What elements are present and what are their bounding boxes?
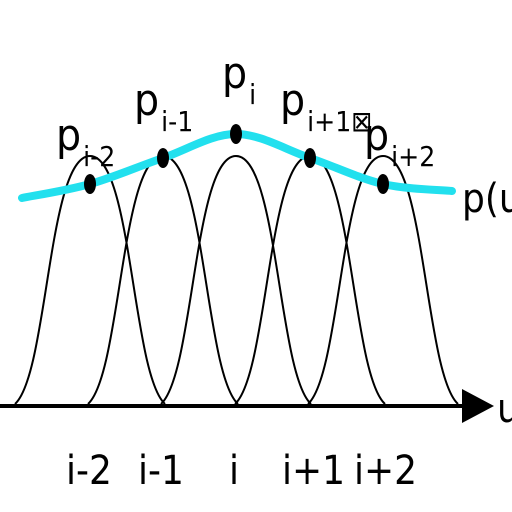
basis-function-3 [160,154,312,405]
axis-tick-1: i-2 [66,448,112,494]
point-label-subscript: i-2 [83,140,115,173]
point-label-base: p [56,110,81,161]
point-label-5: pi+2 [364,110,435,173]
point-label-base: p [134,75,159,126]
control-point-2 [157,148,169,168]
point-label-subscript: i-1 [161,105,193,138]
basis-function-4 [234,154,386,405]
axis-label: u [497,386,512,432]
point-label-base: p [222,48,247,99]
point-label-subscript: i+2 [391,140,435,173]
point-label-4: pi+1⊠ [280,75,372,138]
basis-function-2 [87,154,239,405]
u-axis-arrow-icon [462,389,494,423]
point-label-2: pi-1 [134,75,193,138]
axis-tick-5: i+2 [354,448,417,494]
curve-label: p(u⊠ [462,176,512,222]
control-point-4 [304,148,316,168]
point-label-subscript: i+1⊠ [307,105,372,138]
basis-functions [14,154,459,405]
axis-tick-2: i-1 [138,448,184,494]
control-point-1 [84,174,96,194]
point-label-subscript: i [249,78,256,111]
control-point-3 [230,124,242,144]
point-label-3: pi [222,48,256,111]
point-label-1: pi-2 [56,110,115,173]
axis-tick-4: i+1 [282,448,345,494]
basis-function-5 [307,154,459,405]
point-label-base: p [280,75,305,126]
point-label-base: p [364,110,389,161]
basis-function-1 [14,154,166,405]
control-point-5 [377,174,389,194]
axis-tick-3: i [229,448,239,494]
control-points [84,124,389,194]
